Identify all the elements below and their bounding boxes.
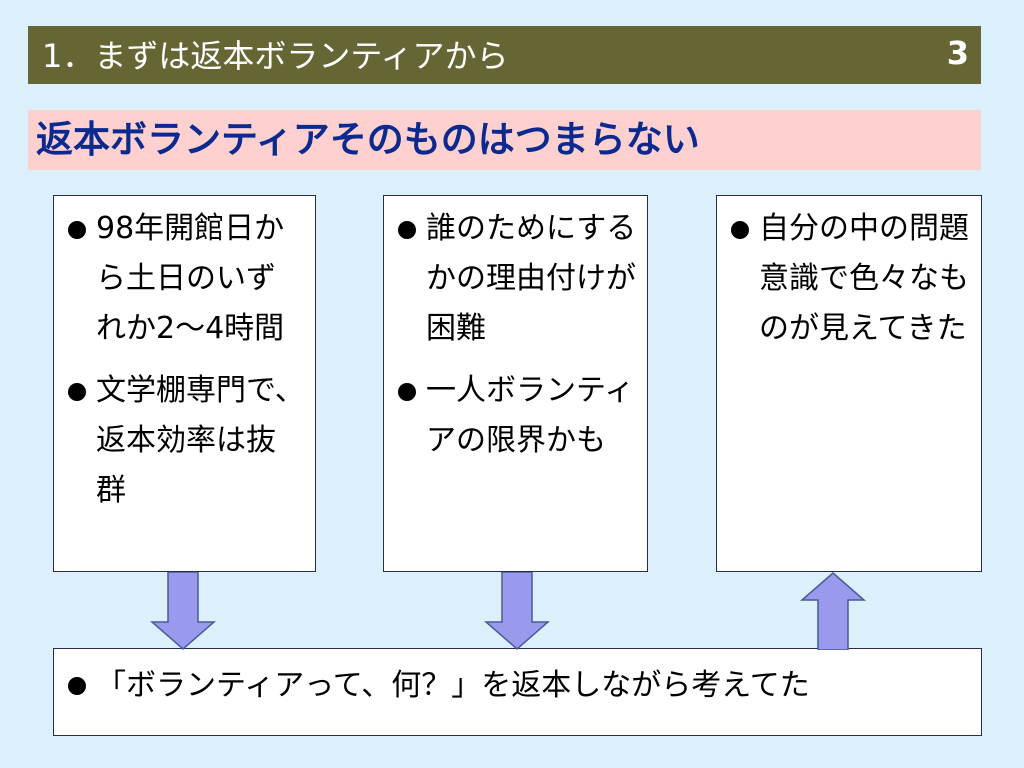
bullet-icon bbox=[68, 221, 86, 239]
list-item: 文学棚専門で、返本効率は抜群 bbox=[62, 366, 305, 516]
list-item: 98年開館日から土日のいずれか2～4時間 bbox=[62, 204, 305, 354]
bullet-icon bbox=[731, 221, 749, 239]
list-item-text: 「ボランティアって、何？」を返本しながら考えてた bbox=[96, 668, 810, 703]
slide-number: 3 bbox=[946, 34, 969, 72]
down-arrow-icon bbox=[150, 572, 216, 650]
list-item-text: 一人ボランティアの限界かも bbox=[426, 373, 635, 458]
subtitle-bar: 返本ボランティアそのものはつまらない bbox=[28, 110, 981, 170]
list-item: 一人ボランティアの限界かも bbox=[392, 366, 637, 466]
slide-title: 1．まずは返本ボランティアから bbox=[42, 37, 509, 75]
subtitle-text: 返本ボランティアそのものはつまらない bbox=[36, 118, 700, 161]
bullet-icon bbox=[68, 677, 86, 695]
list-item: 誰のためにするかの理由付けが困難 bbox=[392, 204, 637, 354]
content-box-2: 誰のためにするかの理由付けが困難 一人ボランティアの限界かも bbox=[383, 195, 648, 572]
bottom-box: 「ボランティアって、何？」を返本しながら考えてた bbox=[53, 648, 982, 736]
down-arrow-icon bbox=[484, 572, 550, 650]
list-item-text: 98年開館日から土日のいずれか2～4時間 bbox=[96, 211, 285, 346]
content-box-3: 自分の中の問題意識で色々なものが見えてきた bbox=[716, 195, 982, 572]
list-item: 「ボランティアって、何？」を返本しながら考えてた bbox=[62, 659, 971, 713]
bullet-icon bbox=[68, 383, 86, 401]
list-item-text: 文学棚専門で、返本効率は抜群 bbox=[96, 373, 305, 508]
bullet-icon bbox=[398, 383, 416, 401]
list-item: 自分の中の問題意識で色々なものが見えてきた bbox=[725, 204, 971, 354]
list-item-text: 誰のためにするかの理由付けが困難 bbox=[426, 211, 637, 346]
bullet-icon bbox=[398, 221, 416, 239]
up-arrow-icon bbox=[800, 572, 866, 650]
list-item-text: 自分の中の問題意識で色々なものが見えてきた bbox=[759, 211, 969, 346]
content-box-1: 98年開館日から土日のいずれか2～4時間 文学棚専門で、返本効率は抜群 bbox=[53, 195, 316, 572]
slide-header: 1．まずは返本ボランティアから 3 bbox=[28, 26, 981, 84]
